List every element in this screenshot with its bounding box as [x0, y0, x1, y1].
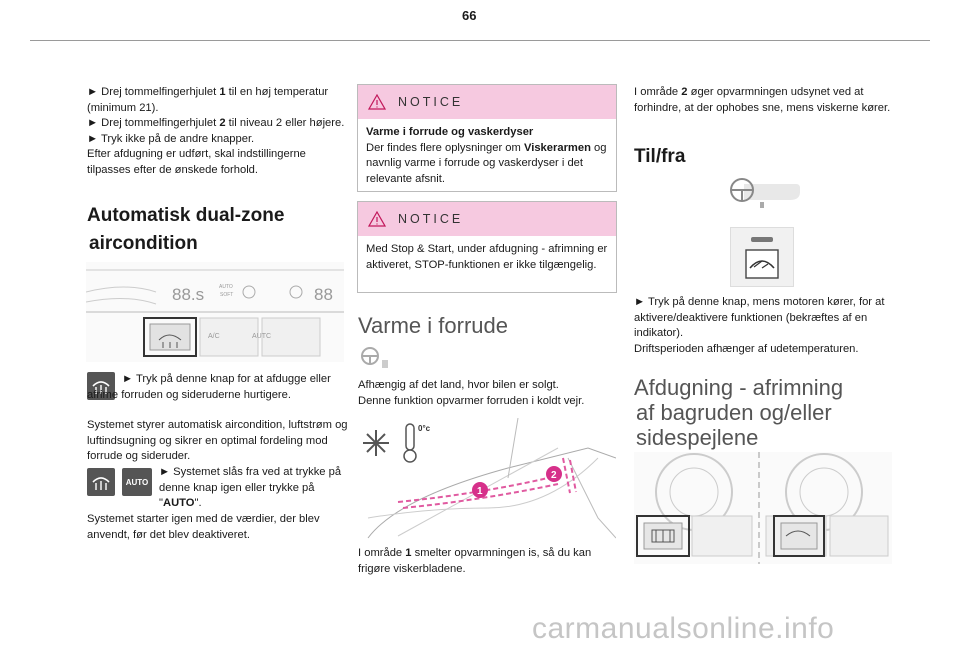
header-rule — [30, 40, 930, 41]
heated-windscreen-button — [730, 227, 794, 287]
zone-2-text: I område 2 øger opvarmningen udsynet ved… — [634, 86, 891, 114]
windscreen-intro: Afhængig af det land, hvor bilen er solg… — [358, 379, 585, 407]
intro-text: ► Drej tommelfingerhjulet 1 til en høj t… — [87, 86, 345, 176]
heading-windscreen-heating: Varme i forrude — [358, 313, 508, 338]
system-text: Systemet styrer automatisk aircondition,… — [87, 419, 348, 462]
notice-title: NOTICE — [398, 95, 464, 109]
heading-rear-defrost: Afdugning - afrimning af bagruden og/ell… — [634, 375, 844, 450]
system-off-text: ► Systemet slås fra ved at trykke på den… — [159, 466, 342, 509]
svg-text:1: 1 — [477, 486, 483, 497]
heading-automatic-climate: Automatisk dual-zone aircondition — [87, 205, 285, 254]
panel-display: 88.s — [172, 285, 204, 304]
notice-box-2: NOTICE Med Stop & Start, under afdugning… — [357, 201, 617, 293]
steering-wheel-icon — [358, 346, 390, 370]
panel-auto-small: AUTO — [219, 284, 233, 290]
panel-auto: AUTC — [252, 333, 271, 340]
svg-text:0°c: 0°c — [418, 424, 431, 433]
page-number: 66 — [462, 8, 477, 23]
svg-text:2: 2 — [551, 470, 557, 481]
zone-2-marker — [546, 466, 562, 482]
rear-defrost-panel-image — [634, 452, 892, 564]
panel-soft: SOFT — [220, 292, 233, 298]
notice-text: Med Stop & Start, under afdugning - afri… — [366, 243, 608, 271]
defrost-icon-2 — [87, 468, 115, 496]
panel-ac: A/C — [208, 333, 220, 340]
notice-box-1: NOTICE Varme i forrude og vaskerdyser De… — [357, 84, 617, 192]
system-restart-text: Systemet starter igen med de værdier, de… — [87, 513, 320, 541]
climate-panel-image: 88.s AUTO SOFT 88 A/C AUTC — [85, 262, 344, 362]
heating-zone — [397, 457, 577, 509]
zone-1-marker — [472, 482, 488, 498]
notice-text: Der findes flere oplysninger om Viskerar… — [366, 141, 607, 185]
snowflake-icon — [363, 430, 389, 456]
windscreen-illustration: 0°c 1 2 — [358, 417, 617, 540]
thermometer-icon — [405, 423, 415, 451]
auto-icon: AUTO — [122, 468, 152, 496]
defrost-text: ► Tryk på denne knap for at afdugge elle… — [87, 373, 331, 401]
watermark: carmanualsonline.info — [532, 612, 835, 645]
warning-icon — [368, 211, 386, 227]
warning-icon — [368, 94, 386, 110]
zone-1-text: I område 1 smelter opvarmningen is, så d… — [358, 547, 592, 575]
notice-title: NOTICE — [398, 212, 464, 226]
on-off-text: ► Tryk på denne knap, mens motoren kører… — [634, 296, 885, 355]
heading-on-off: Til/fra — [634, 146, 686, 167]
notice-bold-title: Varme i forrude og vaskerdyser — [366, 126, 534, 138]
defrost-icon — [87, 372, 115, 400]
panel-display2: 88 — [314, 285, 333, 304]
steering-column-image — [724, 176, 800, 210]
